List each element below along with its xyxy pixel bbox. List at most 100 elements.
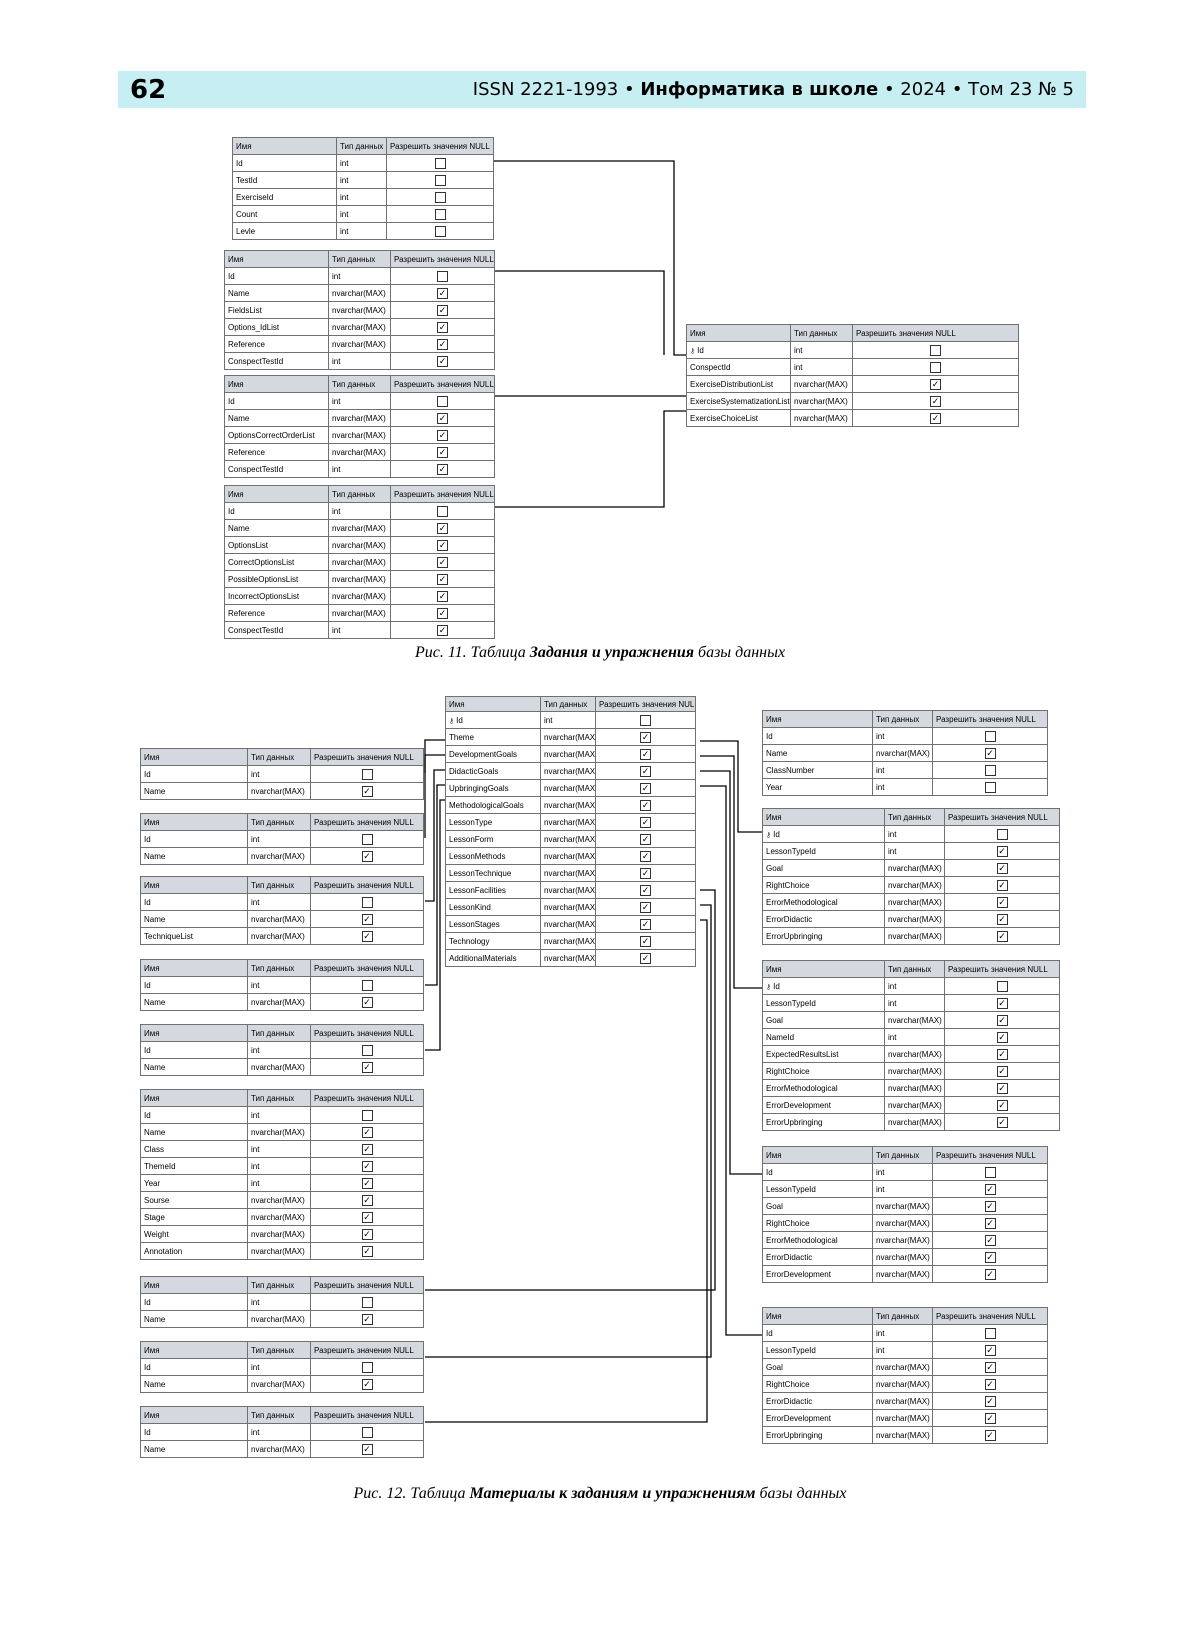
checked-checkbox-icon[interactable]: ✓ <box>996 1082 1008 1094</box>
checked-checkbox-icon[interactable]: ✓ <box>984 747 996 759</box>
checked-checkbox-icon[interactable]: ✓ <box>640 918 651 930</box>
checked-checkbox-icon[interactable]: ✓ <box>996 1031 1008 1043</box>
checked-checkbox-icon[interactable]: ✓ <box>361 1228 373 1240</box>
checked-checkbox-icon[interactable]: ✓ <box>984 1361 996 1373</box>
checked-checkbox-icon[interactable]: ✓ <box>640 748 651 760</box>
unchecked-checkbox-icon[interactable] <box>361 1296 373 1308</box>
checked-checkbox-icon[interactable]: ✓ <box>640 901 651 913</box>
checked-checkbox-icon[interactable]: ✓ <box>437 607 448 619</box>
unchecked-checkbox-icon[interactable] <box>361 896 373 908</box>
unchecked-checkbox-icon[interactable] <box>434 225 446 237</box>
checked-checkbox-icon[interactable]: ✓ <box>930 412 941 424</box>
checked-checkbox-icon[interactable]: ✓ <box>437 590 448 602</box>
checked-checkbox-icon[interactable]: ✓ <box>640 833 651 845</box>
checked-checkbox-icon[interactable]: ✓ <box>640 782 651 794</box>
checked-checkbox-icon[interactable]: ✓ <box>361 1160 373 1172</box>
checked-checkbox-icon[interactable]: ✓ <box>996 1048 1008 1060</box>
checked-checkbox-icon[interactable]: ✓ <box>996 879 1008 891</box>
checked-checkbox-icon[interactable]: ✓ <box>361 913 373 925</box>
checked-checkbox-icon[interactable]: ✓ <box>437 412 448 424</box>
checked-checkbox-icon[interactable]: ✓ <box>640 884 651 896</box>
unchecked-checkbox-icon[interactable] <box>434 174 446 186</box>
checked-checkbox-icon[interactable]: ✓ <box>361 1126 373 1138</box>
checked-checkbox-icon[interactable]: ✓ <box>437 287 448 299</box>
unchecked-checkbox-icon[interactable] <box>434 191 446 203</box>
checked-checkbox-icon[interactable]: ✓ <box>437 355 448 367</box>
checked-checkbox-icon[interactable]: ✓ <box>361 1177 373 1189</box>
checked-checkbox-icon[interactable]: ✓ <box>361 1378 373 1390</box>
checked-checkbox-icon[interactable]: ✓ <box>437 556 448 568</box>
checked-checkbox-icon[interactable]: ✓ <box>930 378 941 390</box>
checked-checkbox-icon[interactable]: ✓ <box>361 1211 373 1223</box>
unchecked-checkbox-icon[interactable] <box>361 833 373 845</box>
unchecked-checkbox-icon[interactable] <box>437 505 448 517</box>
checked-checkbox-icon[interactable]: ✓ <box>437 463 448 475</box>
checked-checkbox-icon[interactable]: ✓ <box>930 395 941 407</box>
checked-checkbox-icon[interactable]: ✓ <box>640 765 651 777</box>
checked-checkbox-icon[interactable]: ✓ <box>984 1344 996 1356</box>
checked-checkbox-icon[interactable]: ✓ <box>984 1251 996 1263</box>
checked-checkbox-icon[interactable]: ✓ <box>984 1183 996 1195</box>
checked-checkbox-icon[interactable]: ✓ <box>437 624 448 636</box>
unchecked-checkbox-icon[interactable] <box>984 1327 996 1339</box>
checked-checkbox-icon[interactable]: ✓ <box>640 867 651 879</box>
unchecked-checkbox-icon[interactable] <box>437 395 448 407</box>
unchecked-checkbox-icon[interactable] <box>984 1166 996 1178</box>
unchecked-checkbox-icon[interactable] <box>361 1361 373 1373</box>
checked-checkbox-icon[interactable]: ✓ <box>996 896 1008 908</box>
checked-checkbox-icon[interactable]: ✓ <box>640 731 651 743</box>
checked-checkbox-icon[interactable]: ✓ <box>996 1065 1008 1077</box>
checked-checkbox-icon[interactable]: ✓ <box>996 1116 1008 1128</box>
checked-checkbox-icon[interactable]: ✓ <box>361 1194 373 1206</box>
checked-checkbox-icon[interactable]: ✓ <box>437 539 448 551</box>
unchecked-checkbox-icon[interactable] <box>434 208 446 220</box>
unchecked-checkbox-icon[interactable] <box>984 764 996 776</box>
unchecked-checkbox-icon[interactable] <box>930 344 941 356</box>
unchecked-checkbox-icon[interactable] <box>640 714 651 726</box>
checked-checkbox-icon[interactable]: ✓ <box>984 1412 996 1424</box>
checked-checkbox-icon[interactable]: ✓ <box>984 1234 996 1246</box>
checked-checkbox-icon[interactable]: ✓ <box>361 930 373 942</box>
unchecked-checkbox-icon[interactable] <box>996 980 1008 992</box>
checked-checkbox-icon[interactable]: ✓ <box>437 429 448 441</box>
checked-checkbox-icon[interactable]: ✓ <box>640 952 651 964</box>
unchecked-checkbox-icon[interactable] <box>361 1426 373 1438</box>
unchecked-checkbox-icon[interactable] <box>361 1109 373 1121</box>
checked-checkbox-icon[interactable]: ✓ <box>361 1143 373 1155</box>
checked-checkbox-icon[interactable]: ✓ <box>437 338 448 350</box>
checked-checkbox-icon[interactable]: ✓ <box>984 1200 996 1212</box>
checked-checkbox-icon[interactable]: ✓ <box>996 1099 1008 1111</box>
unchecked-checkbox-icon[interactable] <box>996 828 1008 840</box>
unchecked-checkbox-icon[interactable] <box>434 157 446 169</box>
checked-checkbox-icon[interactable]: ✓ <box>640 850 651 862</box>
checked-checkbox-icon[interactable]: ✓ <box>361 1443 373 1455</box>
checked-checkbox-icon[interactable]: ✓ <box>984 1268 996 1280</box>
checked-checkbox-icon[interactable]: ✓ <box>361 785 373 797</box>
checked-checkbox-icon[interactable]: ✓ <box>640 816 651 828</box>
checked-checkbox-icon[interactable]: ✓ <box>996 862 1008 874</box>
checked-checkbox-icon[interactable]: ✓ <box>361 1061 373 1073</box>
unchecked-checkbox-icon[interactable] <box>437 270 448 282</box>
checked-checkbox-icon[interactable]: ✓ <box>640 799 651 811</box>
checked-checkbox-icon[interactable]: ✓ <box>996 930 1008 942</box>
checked-checkbox-icon[interactable]: ✓ <box>984 1378 996 1390</box>
checked-checkbox-icon[interactable]: ✓ <box>984 1429 996 1441</box>
checked-checkbox-icon[interactable]: ✓ <box>361 996 373 1008</box>
unchecked-checkbox-icon[interactable] <box>984 730 996 742</box>
unchecked-checkbox-icon[interactable] <box>361 768 373 780</box>
unchecked-checkbox-icon[interactable] <box>930 361 941 373</box>
checked-checkbox-icon[interactable]: ✓ <box>996 845 1008 857</box>
checked-checkbox-icon[interactable]: ✓ <box>996 997 1008 1009</box>
checked-checkbox-icon[interactable]: ✓ <box>437 321 448 333</box>
unchecked-checkbox-icon[interactable] <box>361 979 373 991</box>
checked-checkbox-icon[interactable]: ✓ <box>361 1245 373 1257</box>
checked-checkbox-icon[interactable]: ✓ <box>996 913 1008 925</box>
checked-checkbox-icon[interactable]: ✓ <box>437 446 448 458</box>
checked-checkbox-icon[interactable]: ✓ <box>437 304 448 316</box>
checked-checkbox-icon[interactable]: ✓ <box>984 1217 996 1229</box>
unchecked-checkbox-icon[interactable] <box>361 1044 373 1056</box>
checked-checkbox-icon[interactable]: ✓ <box>361 850 373 862</box>
checked-checkbox-icon[interactable]: ✓ <box>437 522 448 534</box>
checked-checkbox-icon[interactable]: ✓ <box>640 935 651 947</box>
checked-checkbox-icon[interactable]: ✓ <box>984 1395 996 1407</box>
